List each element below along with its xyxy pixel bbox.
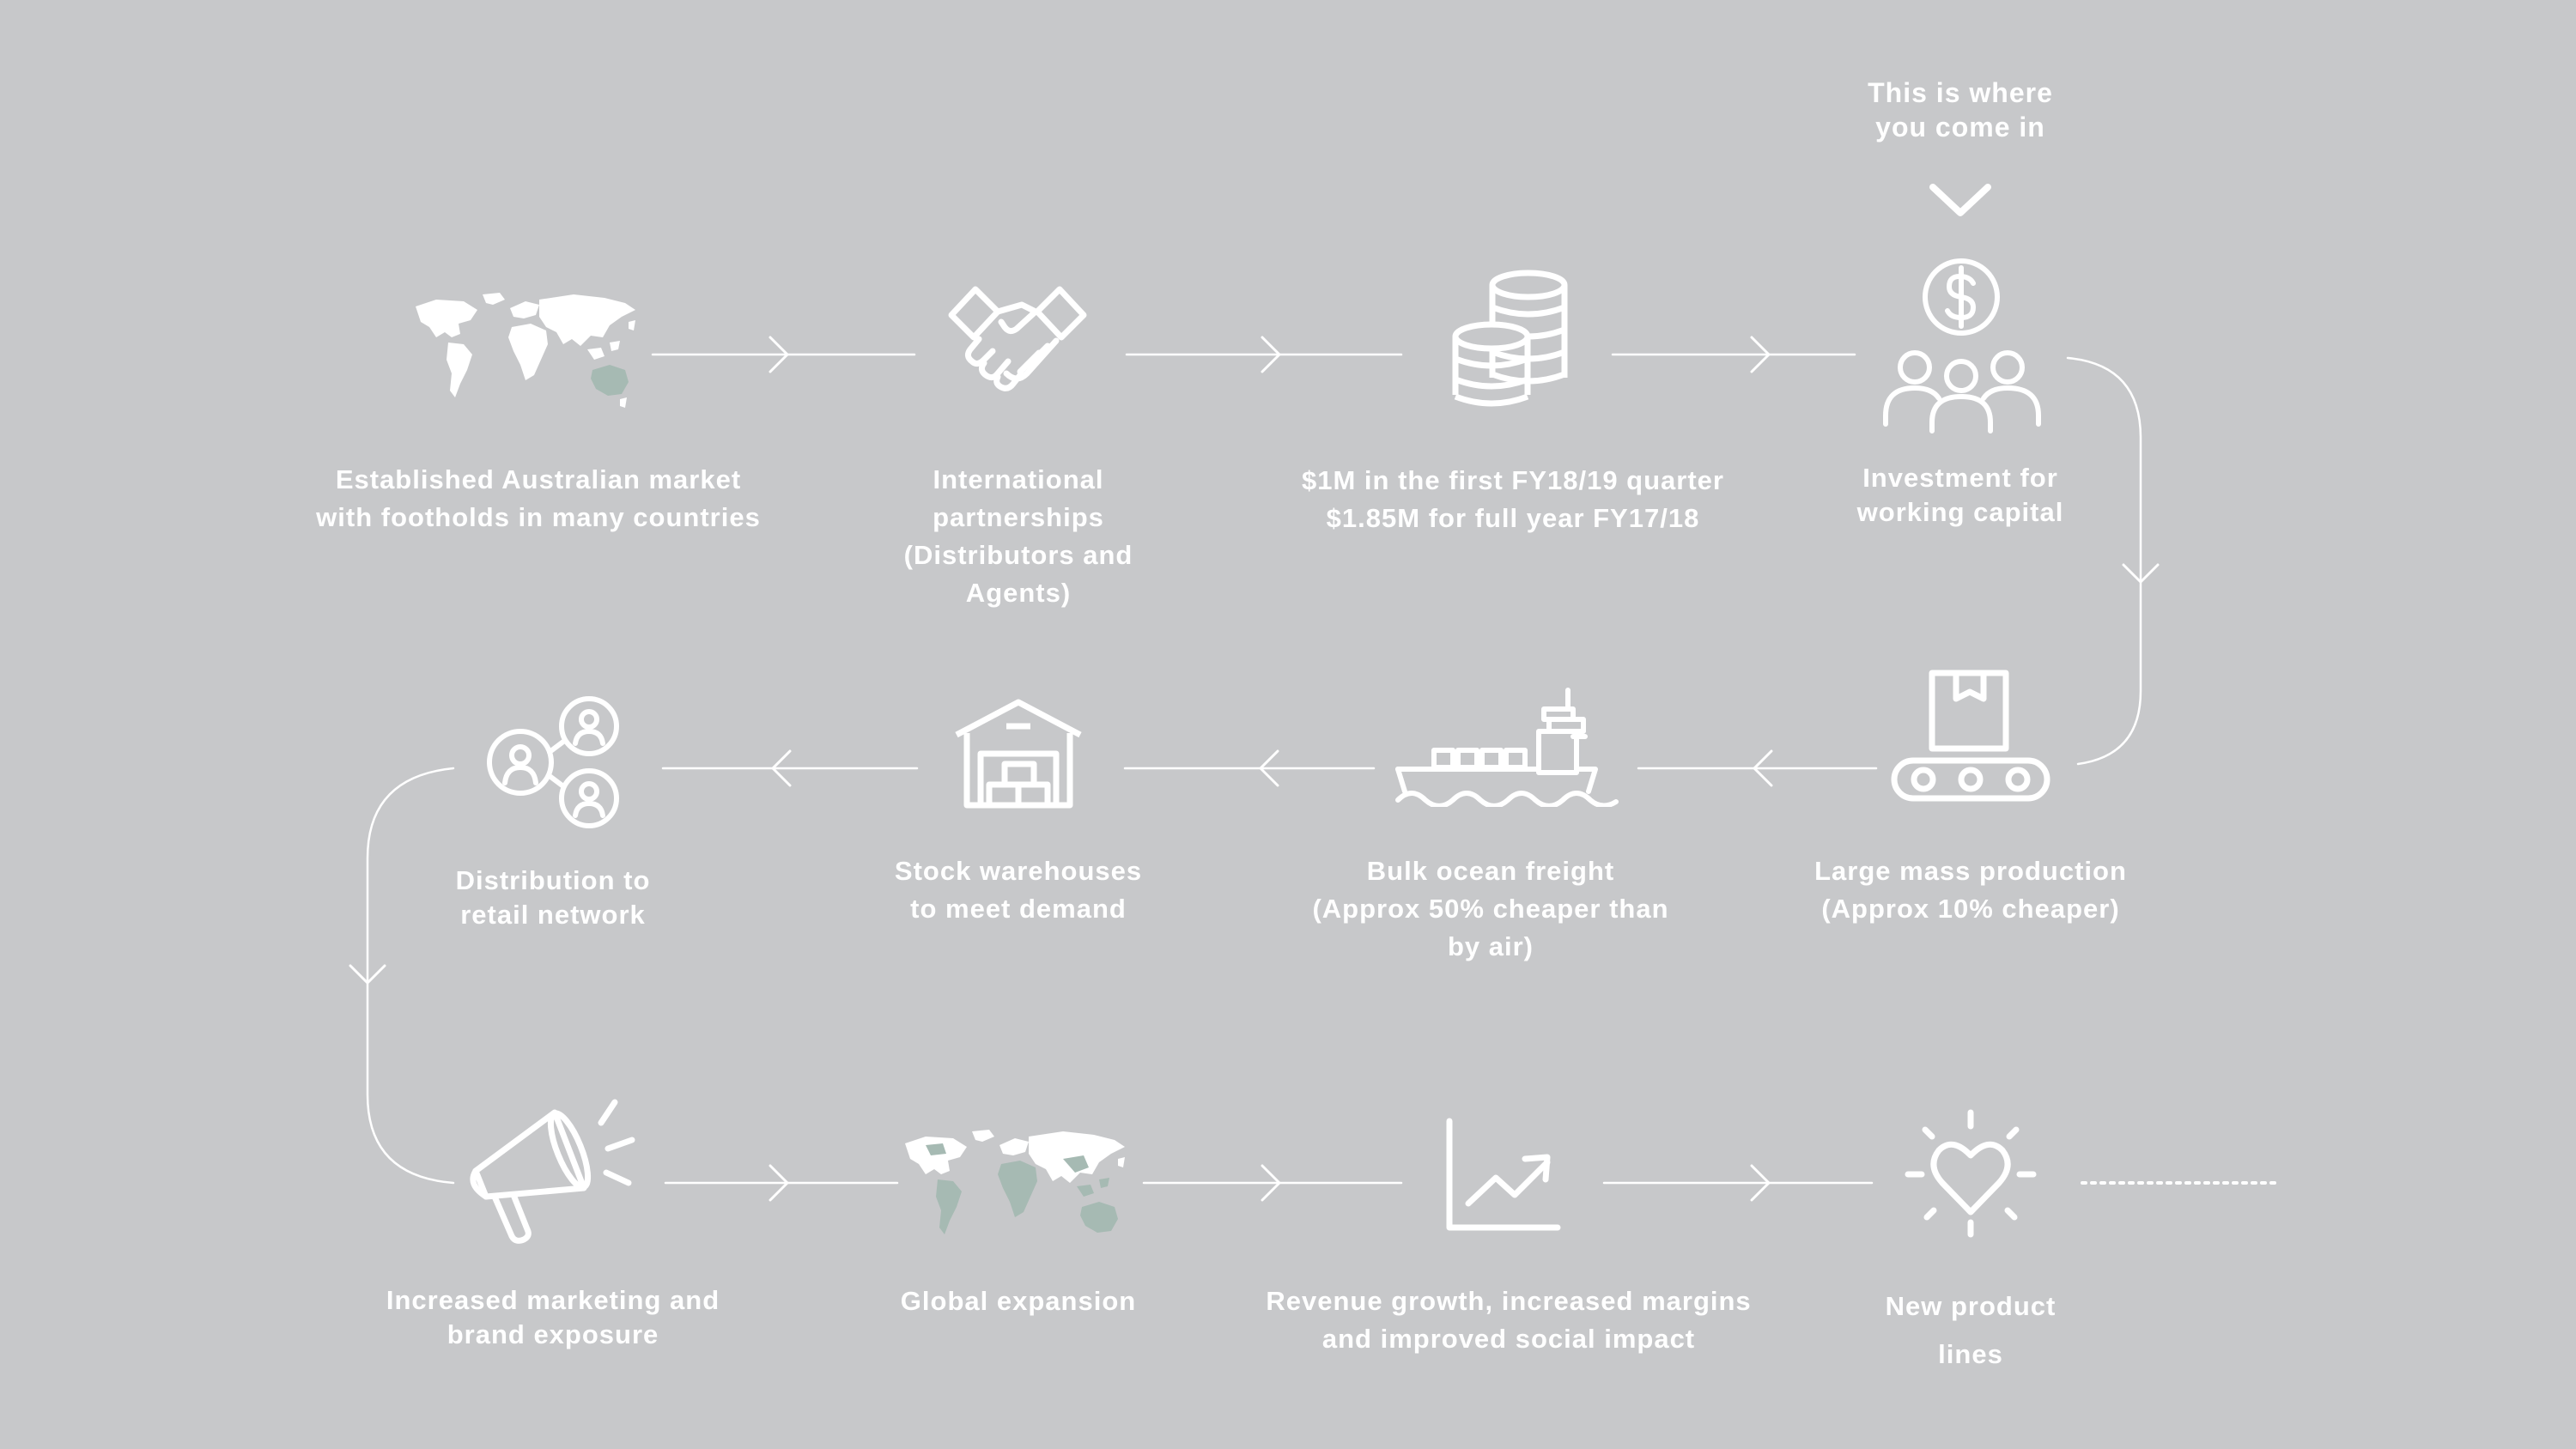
arrow-left-icon [771, 749, 792, 787]
world-map-global-icon [905, 1130, 1125, 1234]
step-label-new-products: New product lines [1885, 1291, 2057, 1369]
cargo-ship-icon [1395, 688, 1619, 807]
arrow-right-icon [1261, 336, 1281, 373]
callout-text: This is where you come in [1868, 77, 2053, 142]
step-label-global-expansion: Global expansion [900, 1286, 1137, 1316]
step-label-revenue: $1M in the first FY18/19 quarter $1.85M … [1302, 465, 1724, 533]
network-people-icon [487, 696, 619, 828]
arrow-right-icon [1261, 1164, 1281, 1202]
coin-stacks-icon [1452, 270, 1568, 407]
investor-group-icon [1883, 258, 2041, 433]
step-label-revenue-growth: Revenue growth, increased margins and im… [1266, 1286, 1752, 1354]
chevron-down-icon [1929, 184, 1991, 216]
arrow-right-icon [769, 336, 789, 373]
warehouse-icon [955, 699, 1082, 809]
step-label-investment: Investment for working capital [1856, 463, 2064, 527]
growth-chart-icon [1446, 1118, 1561, 1231]
step-label-warehouses: Stock warehouses to meet demand [894, 856, 1143, 924]
step-label-international-partnerships: International partnerships (Distributors… [903, 464, 1133, 608]
step-label-marketing: Increased marketing and brand exposure [386, 1285, 720, 1349]
arrow-down-icon [349, 964, 386, 985]
arrow-right-icon [769, 1164, 789, 1202]
step-label-mass-production: Large mass production (Approx 10% cheape… [1814, 856, 2127, 924]
megaphone-icon [470, 1099, 635, 1244]
step-label-ocean-freight: Bulk ocean freight (Approx 50% cheaper t… [1312, 856, 1669, 961]
world-map-australia-icon [416, 293, 635, 408]
heart-bulb-icon [1905, 1109, 2037, 1238]
arrow-left-icon [1259, 749, 1279, 787]
handshake-icon [948, 286, 1087, 391]
arrow-left-icon [1753, 749, 1773, 787]
arrow-right-icon [1750, 336, 1771, 373]
step-label-distribution: Distribution to retail network [455, 865, 651, 930]
arrow-down-icon [2122, 563, 2160, 584]
arrow-right-icon [1750, 1164, 1771, 1202]
conveyor-box-icon [1891, 670, 2050, 802]
step-label-australian-market: Established Australian market with footh… [316, 464, 761, 532]
